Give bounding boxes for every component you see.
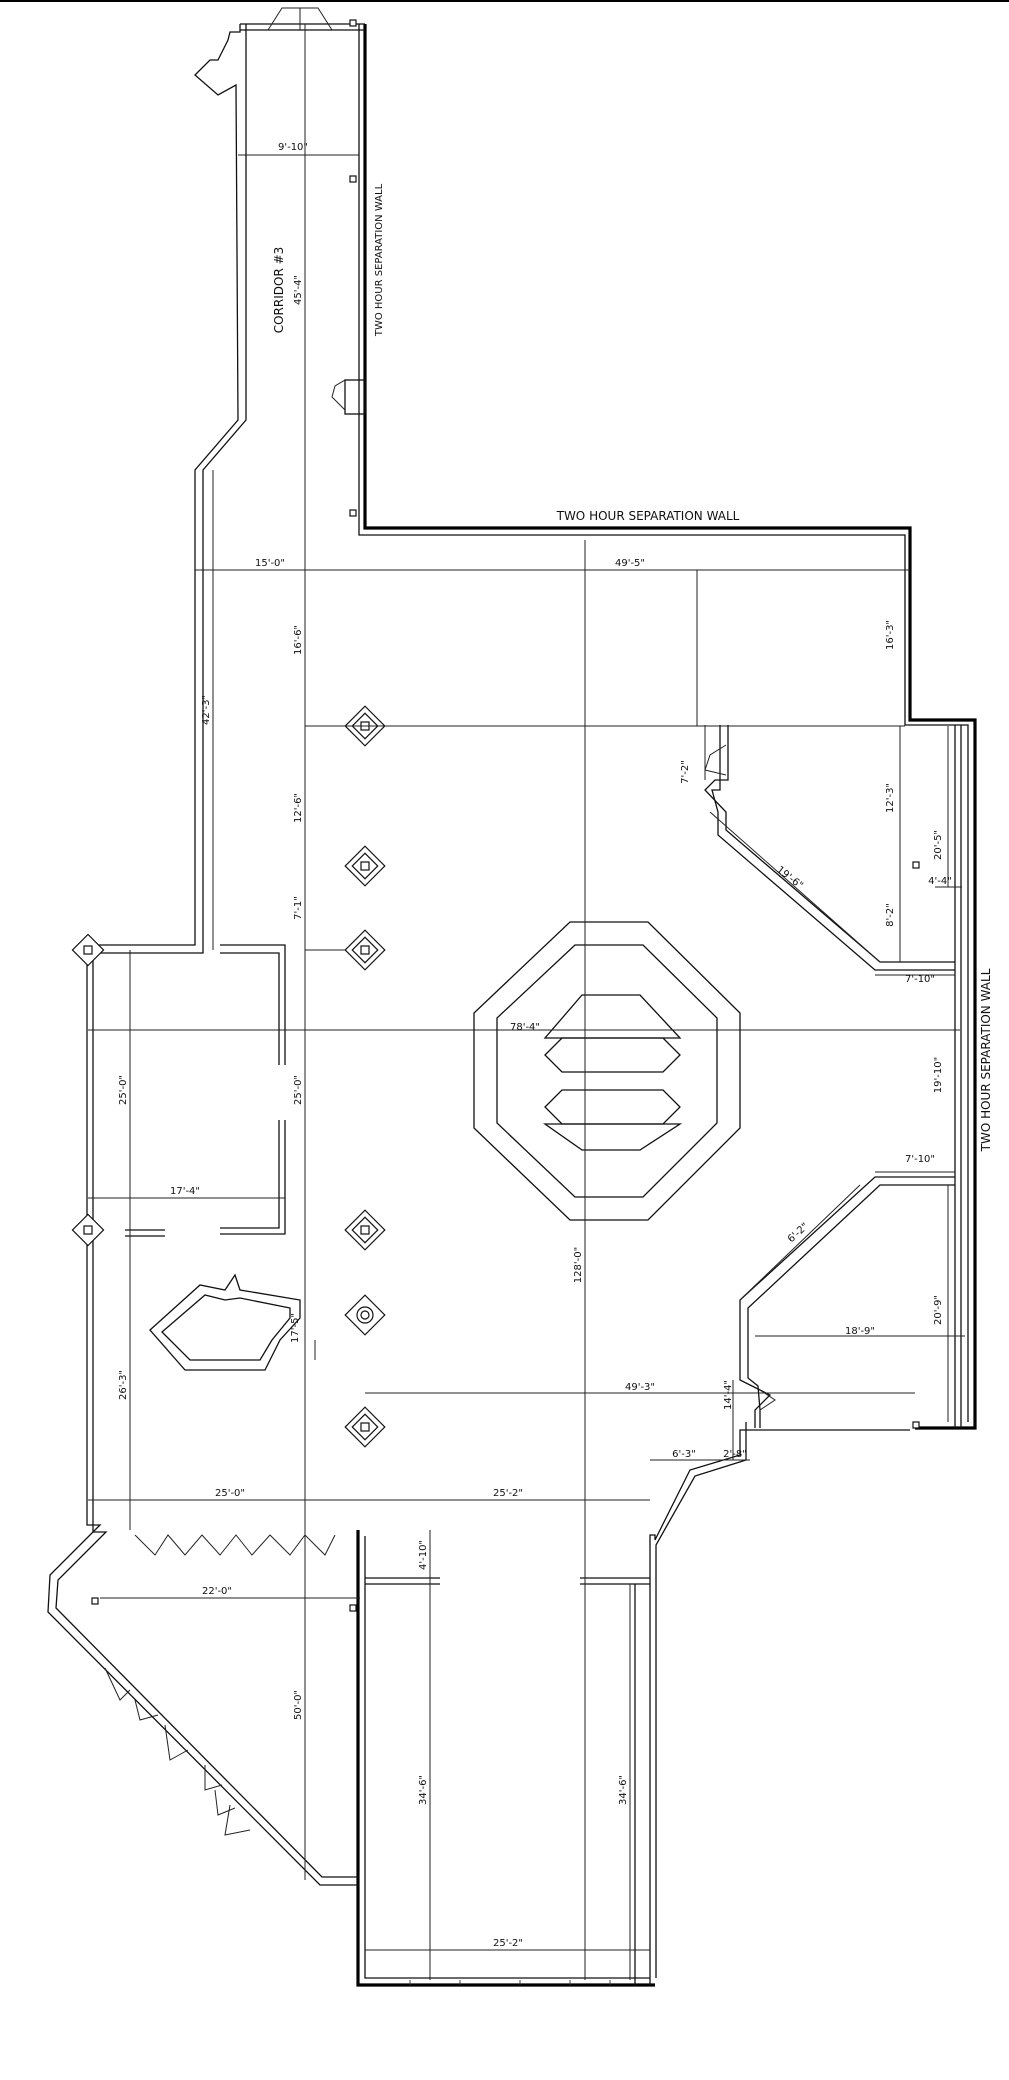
dim-label: 25'-2" xyxy=(493,1938,523,1949)
dim-label: 18'-9" xyxy=(845,1326,875,1337)
dimension-lines xyxy=(88,24,965,1980)
dim-label: 34'-6" xyxy=(418,1775,429,1805)
dim-label: 2'-8" xyxy=(723,1449,747,1460)
column xyxy=(344,1406,386,1448)
column xyxy=(71,1213,105,1247)
dim-label: 17'-5" xyxy=(290,1313,301,1343)
dim-label: 9'-10" xyxy=(278,142,308,153)
dim-label: 22'-0" xyxy=(202,1586,232,1597)
dim-label: 16'-3" xyxy=(885,620,896,650)
columns xyxy=(71,19,920,1612)
dim-label: 78'-4" xyxy=(510,1022,540,1033)
dim-label: 45'-4" xyxy=(293,275,304,305)
dim-label: 26'-3" xyxy=(118,1370,129,1400)
column xyxy=(344,845,386,887)
labels: CORRIDOR #3 TWO HOUR SEPARATION WALL TWO… xyxy=(272,183,993,1152)
dim-label: 7'-1" xyxy=(293,896,304,920)
column xyxy=(344,1294,386,1336)
dim-label: 16'-6" xyxy=(293,625,304,655)
dim-label: 25'-0" xyxy=(118,1075,129,1105)
dim-label: 20'-9" xyxy=(933,1295,944,1325)
wall-label-right: TWO HOUR SEPARATION WALL xyxy=(979,968,993,1152)
dim-label: 8'-2" xyxy=(885,903,896,927)
reception-desk xyxy=(149,1273,301,1371)
dim-label: 17'-4" xyxy=(170,1186,200,1197)
dim-label: 25'-0" xyxy=(215,1488,245,1499)
wall-label-top: TWO HOUR SEPARATION WALL xyxy=(556,509,740,523)
dim-label: 4'-4" xyxy=(928,876,952,887)
dim-label: 7'-10" xyxy=(905,1154,935,1165)
doors xyxy=(104,7,776,1836)
column xyxy=(71,933,105,967)
dim-label: 25'-2" xyxy=(493,1488,523,1499)
dim-label: 34'-6" xyxy=(618,1775,629,1805)
dim-label: 12'-3" xyxy=(885,783,896,813)
dim-label: 7'-10" xyxy=(905,974,935,985)
dim-label: 19'-10" xyxy=(933,1057,944,1093)
dim-label: 7'-2" xyxy=(680,760,691,784)
interior-walls xyxy=(125,379,962,1985)
column xyxy=(344,929,386,971)
two-hour-wall-corridor xyxy=(363,24,977,1430)
dim-label: 6'-3" xyxy=(672,1449,696,1460)
exterior-walls xyxy=(47,23,977,1987)
wall-label-corridor: TWO HOUR SEPARATION WALL xyxy=(374,183,385,337)
corridor-label: CORRIDOR #3 xyxy=(272,247,286,334)
double-door-top xyxy=(267,7,333,31)
dim-label: 49'-5" xyxy=(615,558,645,569)
dim-label: 20'-5" xyxy=(933,830,944,860)
dim-label: 50'-0" xyxy=(293,1690,304,1720)
dim-label: 14'-4" xyxy=(723,1380,734,1410)
dimension-labels: 9'-10" 45'-4" 15'-0" 49'-5" 16'-6" 16'-3… xyxy=(118,142,952,1949)
bottom-wall xyxy=(356,1530,655,1987)
dim-label: 128'-0" xyxy=(573,1247,584,1283)
dim-label: 49'-3" xyxy=(625,1382,655,1393)
dim-label: 4'-10" xyxy=(418,1540,429,1570)
dim-label: 25'-0" xyxy=(293,1075,304,1105)
dim-label: 6'-2" xyxy=(786,1221,811,1245)
dim-label: 42'-3" xyxy=(201,695,212,725)
dim-label: 12'-6" xyxy=(293,793,304,823)
octagon-feature xyxy=(473,921,741,1221)
column xyxy=(344,1209,386,1251)
dim-label: 15'-0" xyxy=(255,558,285,569)
